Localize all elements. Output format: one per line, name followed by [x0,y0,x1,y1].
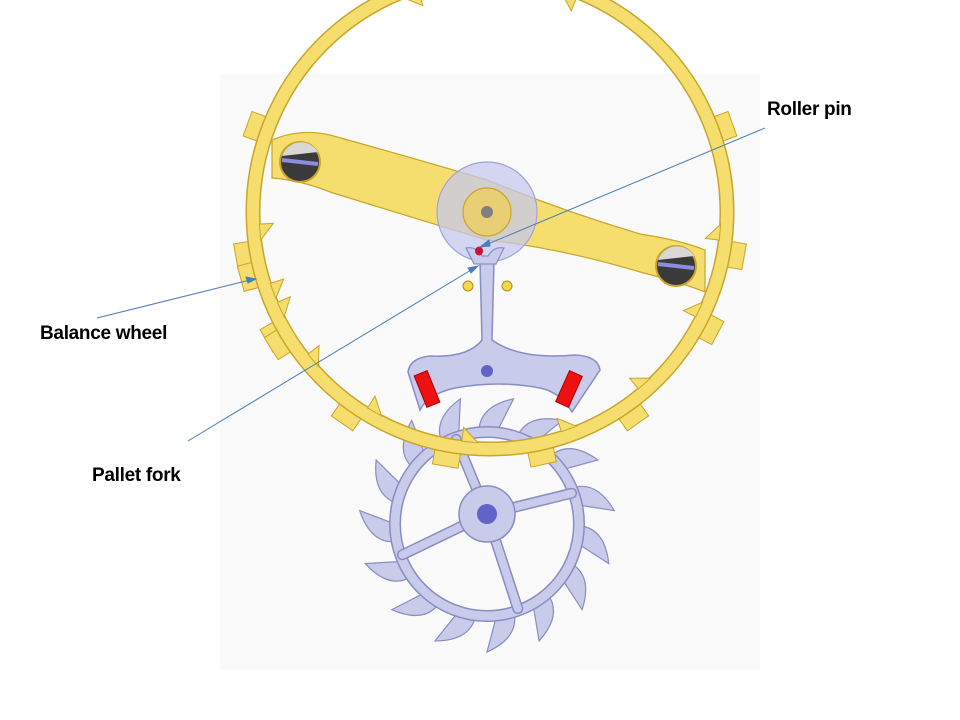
banking-pin-left [462,280,474,292]
balance-staff [481,206,493,218]
label-balance-wheel: Balance wheel [40,323,168,344]
leader-arrow-balance-wheel [245,276,258,284]
balance-screw-left [279,141,321,183]
banking-pin-right [501,280,513,292]
balance-inner-teeth [258,0,722,444]
balance-inner-tooth [682,301,704,318]
escape-wheel-arbor [477,504,497,524]
leader-arrow-pallet-fork [467,265,480,274]
label-roller-pin: Roller pin [767,99,852,120]
escape-tooth [358,509,398,543]
balance-inner-tooth [564,0,577,12]
balance-wheel [233,0,747,469]
leader-lines [96,127,766,442]
escape-tooth [576,524,610,565]
balance-inner-tooth [461,426,480,444]
label-pallet-fork: Pallet fork [92,465,181,486]
escape-tooth [486,611,516,654]
balance-inner-tooth [366,394,383,418]
balance-inner-tooth [269,278,285,300]
balance-inner-tooth [258,222,275,242]
pallet-stone-left [413,369,441,409]
balance-inner-tooth [556,417,578,433]
balance-inner-tooth [407,0,424,7]
leader-line-roller-pin [482,127,766,247]
escape-tooth [478,397,515,434]
pallet-pivot [481,365,493,377]
balance-inner-tooth [276,295,292,319]
pallet-stone-right [555,369,583,409]
pallet-fork-body [407,261,601,414]
balance-inner-tooth [307,344,320,368]
roller-pin [475,246,483,256]
balance-screw-right [655,245,697,287]
leader-line-pallet-fork [187,266,477,442]
leader-line-balance-wheel [96,278,255,319]
balance-inner-tooth [704,222,722,241]
balance-rim [247,0,733,455]
leader-arrow-roller-pin [478,239,491,248]
balance-inner-tooth [628,377,652,390]
